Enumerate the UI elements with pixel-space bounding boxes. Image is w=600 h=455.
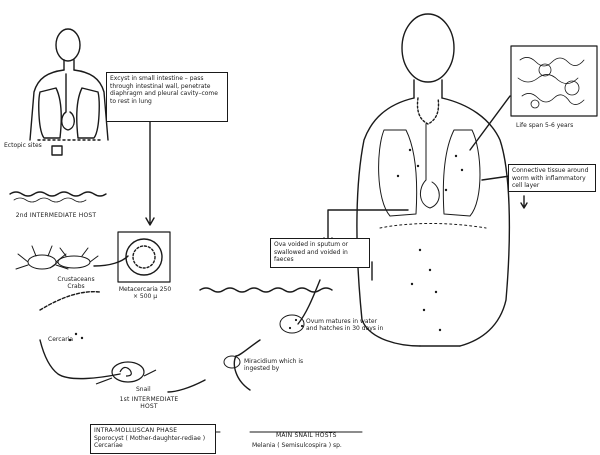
intra-molluscan-box: INTRA-MOLLUSCAN PHASE Sporocyst ( Mother…: [90, 424, 216, 454]
main-snail-text: Melania ( Semisulcospira ) sp.: [252, 442, 342, 449]
snail-drawing: [96, 362, 156, 384]
ovum-label: Ovum matures in water and hatches in 30 …: [306, 318, 386, 332]
miracidium-drawing: [224, 356, 240, 368]
intra-molluscan-title: INTRA-MOLLUSCAN PHASE: [94, 427, 212, 435]
crustaceans-label: Crustaceans Crabs: [56, 276, 96, 290]
main-snail-title: MAIN SNAIL HOSTS: [276, 432, 337, 439]
first-host-title: 1st INTERMEDIATE HOST: [110, 396, 188, 410]
second-host-title: 2nd INTERMEDIATE HOST: [10, 212, 102, 219]
excyst-box: Excyst in small intestine – pass through…: [106, 72, 228, 122]
cavities-box: Connective tissue around worm with infla…: [508, 164, 596, 192]
crab-drawing: [16, 246, 98, 269]
metacercaria-label: Metacercaria 250 × 500 μ: [116, 286, 174, 300]
ectopic-sites-label: Ectopic sites: [4, 142, 48, 149]
intra-molluscan-text: Sporocyst ( Mother-daughter-rediae ) Cer…: [94, 435, 212, 450]
cercaria-label: Cercaria: [48, 336, 73, 343]
small-human-figure: [30, 29, 108, 155]
ovum-drawing: [280, 315, 304, 333]
snail-label: Snail: [136, 386, 151, 393]
ova-box: Ova voided in sputum or swallowed and vo…: [270, 238, 370, 268]
lifespan-label: Life span 5-6 years: [516, 122, 573, 129]
miracidium-label: Miracidium which is ingested by: [244, 358, 310, 372]
